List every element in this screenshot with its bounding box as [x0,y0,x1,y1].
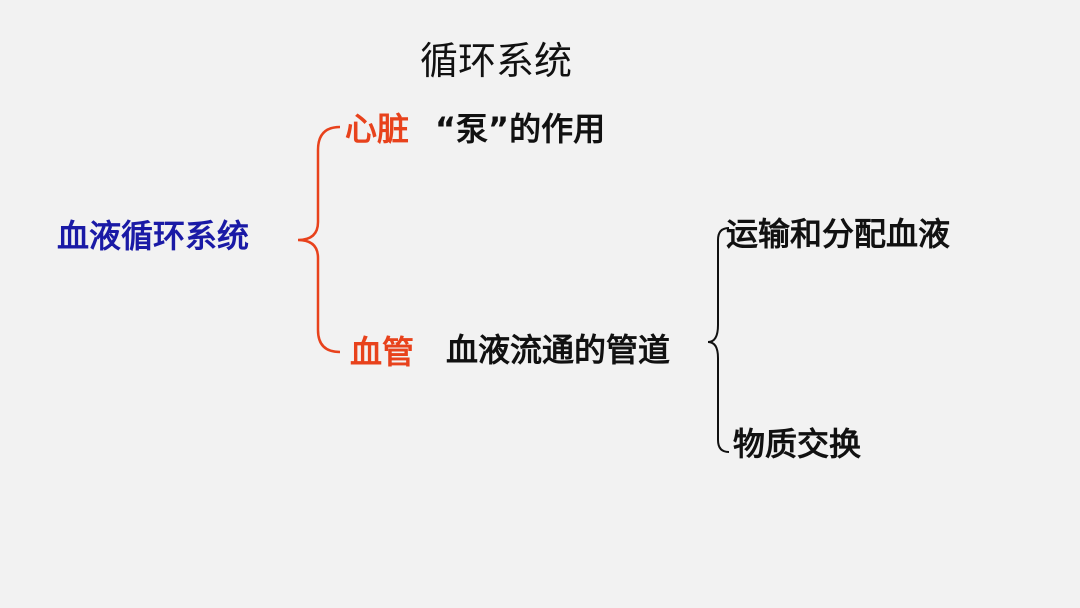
branch-heart-label: 心脏 [345,110,410,148]
red-curly-brace [297,125,341,354]
branch-vessel-label: 血管 [350,333,415,371]
vessel-function-transport: 运输和分配血液 [726,215,951,253]
root-node-label: 血液循环系统 [57,217,250,255]
branch-vessel-description: 血液流通的管道 [446,331,671,369]
vessel-function-exchange: 物质交换 [733,425,862,463]
branch-heart-description: “泵”的作用 [435,110,606,148]
black-curly-brace [707,227,730,453]
slide-title: 循环系统 [420,39,573,83]
